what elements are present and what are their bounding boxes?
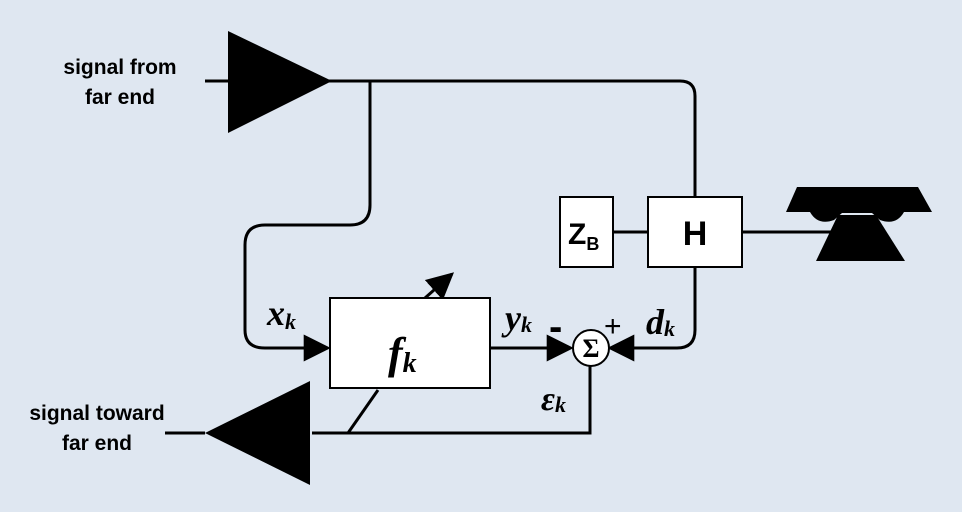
summing-junction [572, 329, 610, 367]
zb-label: ZB [568, 218, 599, 254]
xk-wire [243, 81, 372, 362]
xk-label: xk [266, 293, 296, 334]
signal-toward-label-line1: signal toward [29, 402, 164, 425]
adaptive-filter-box [329, 297, 491, 389]
yk-label: yk [501, 298, 532, 338]
top-wire-to-hybrid [328, 79, 697, 197]
signal-toward-label-line2: far end [62, 432, 132, 455]
sigma-symbol: Σ [583, 334, 600, 363]
minus-sign: - [549, 305, 562, 349]
ek-label: εk [541, 381, 566, 418]
amplifier-from-far-end [228, 31, 332, 133]
signal-from-label-line1: signal from [63, 56, 176, 79]
amplifier-toward-far-end [205, 381, 310, 485]
dk-wire [607, 266, 697, 362]
error-wire [312, 366, 592, 435]
adaptation-arrow-upper [424, 272, 455, 301]
filter-label: fk [388, 329, 417, 379]
plus-sign: + [604, 310, 622, 343]
dk-label: dk [646, 302, 675, 342]
hybrid-box [647, 196, 743, 268]
signal-wires [165, 79, 868, 435]
zb-impedance-box [559, 196, 614, 268]
adaptation-line-lower [346, 389, 380, 434]
signal-from-label-line2: far end [85, 86, 155, 109]
hybrid-label: H [683, 215, 708, 253]
telephone-icon [786, 187, 932, 261]
